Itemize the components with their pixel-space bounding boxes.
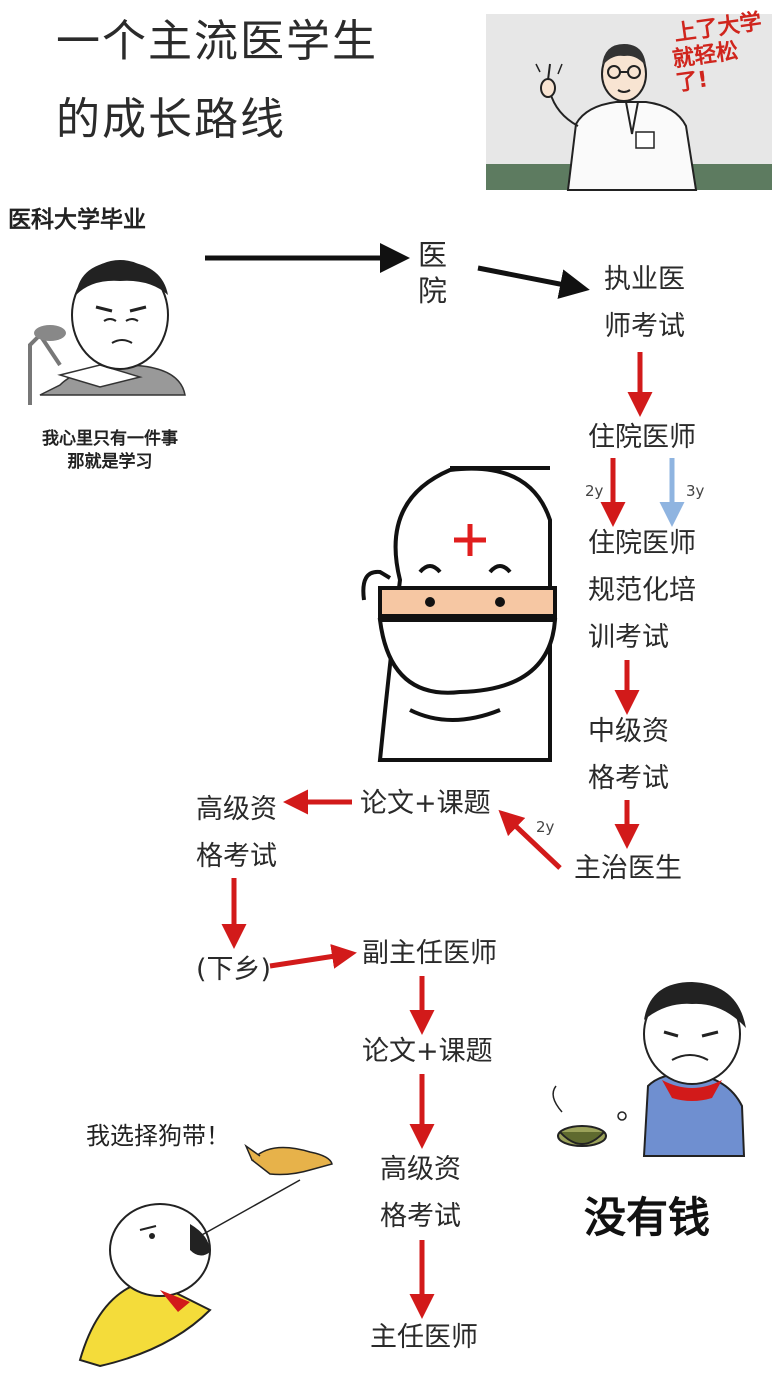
- node-senior-exam-2: 高级资 格考试: [380, 1156, 461, 1230]
- node-license-exam-line-1: 执业医: [604, 264, 685, 295]
- student-illustration: [28, 260, 186, 405]
- node-hospital-line-2: 院: [418, 274, 448, 309]
- node-chief: 主任医师: [370, 1322, 478, 1353]
- no-money-caption: 没有钱: [584, 1193, 711, 1242]
- node-intermediate-exam: 中级资 格考试: [588, 718, 669, 792]
- node-training-line-2: 规范化培: [588, 575, 696, 606]
- node-training-line-3: 训考试: [588, 622, 669, 653]
- node-senior-2-line-1: 高级资: [380, 1154, 461, 1185]
- branch-label-3y: 3y: [686, 482, 705, 500]
- node-hospital: 医 院: [418, 237, 447, 310]
- node-papers-2: 论文+课题: [362, 1036, 493, 1067]
- title-line-1: 一个主流医学生: [56, 16, 378, 67]
- node-resident: 住院医师: [588, 422, 696, 453]
- arrow-countryside-to-associate: [269, 944, 357, 969]
- node-training-line-1: 住院医师: [588, 528, 696, 559]
- teacher-illustration: 上了大学 就轻松了!: [486, 10, 772, 191]
- doctor-illustration: [361, 466, 558, 762]
- node-senior-1-line-2: 格考试: [196, 841, 277, 872]
- start-label: 医科大学毕业: [8, 207, 146, 233]
- student-caption-line-2: 那就是学习: [67, 451, 153, 472]
- arrow-attending-to-papers: [498, 809, 562, 870]
- poor-man-illustration: [552, 982, 746, 1157]
- node-attending: 主治医生: [574, 853, 682, 884]
- node-residency-training-exam: 住院医师 规范化培 训考试: [588, 530, 696, 651]
- node-papers-1: 论文+课题: [360, 788, 491, 819]
- teacher-figure: [535, 44, 698, 191]
- attending-interval-label: 2y: [536, 818, 555, 836]
- student-caption: 我心里只有一件事 那就是学习: [10, 428, 210, 474]
- node-hospital-line-1: 医: [418, 238, 448, 272]
- branch-label-2y: 2y: [585, 482, 604, 500]
- node-associate-chief: 副主任医师: [362, 938, 497, 969]
- student-caption-line-1: 我心里只有一件事: [42, 429, 178, 449]
- node-senior-2-line-2: 格考试: [380, 1201, 461, 1232]
- dog-walker-caption: 我选择狗带！: [86, 1122, 230, 1150]
- node-senior-exam-1: 高级资 格考试: [196, 796, 277, 870]
- arrow-hospital-to-license: [477, 265, 590, 299]
- node-license-exam: 执业医 师考试: [604, 266, 685, 340]
- node-intermediate-line-1: 中级资: [588, 716, 669, 747]
- node-license-exam-line-2: 师考试: [604, 311, 685, 342]
- node-senior-1-line-1: 高级资: [196, 794, 277, 825]
- node-intermediate-line-2: 格考试: [588, 763, 669, 794]
- node-countryside: (下乡): [196, 954, 272, 985]
- flying-man-illustration: [78, 1143, 333, 1368]
- title-line-2: 的成长路线: [56, 94, 286, 145]
